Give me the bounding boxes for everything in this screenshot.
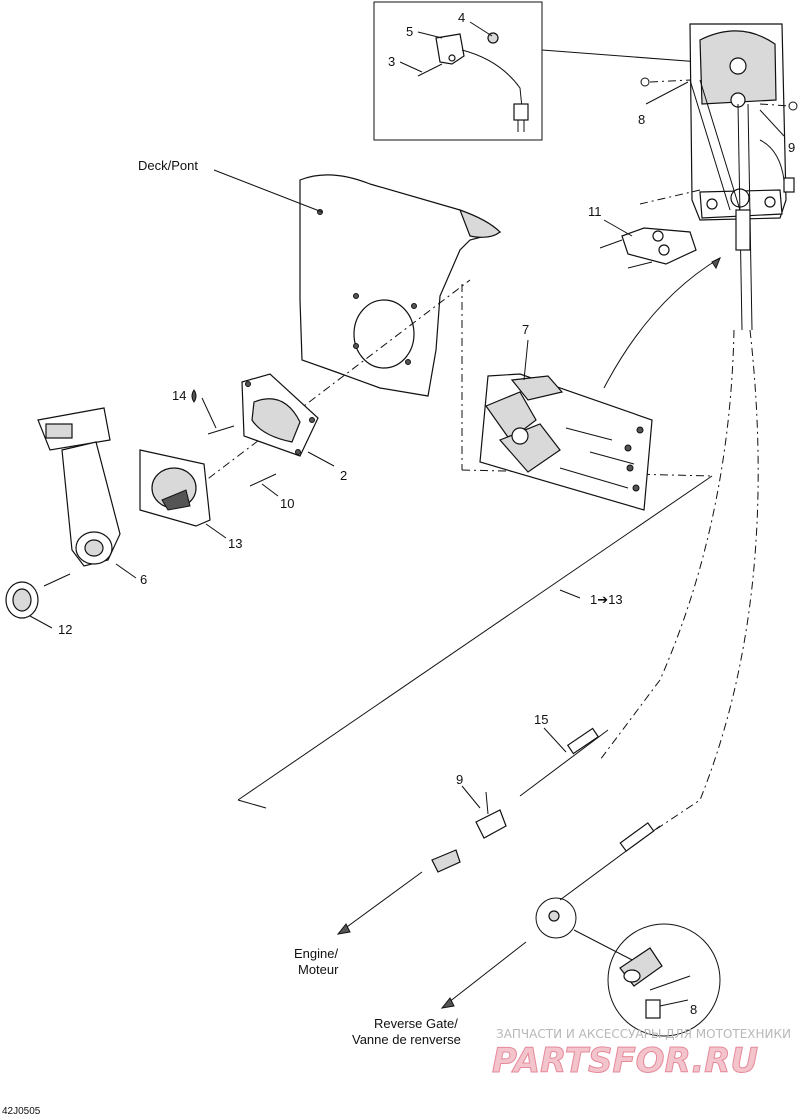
part-13-cover xyxy=(139,449,211,527)
callout-5: 5 xyxy=(406,24,413,39)
callout-2: 2 xyxy=(340,468,347,483)
cable-lower xyxy=(639,329,759,841)
detail-circle xyxy=(573,923,721,1037)
arrow-reverse xyxy=(443,941,527,1007)
callout-8-top: 8 xyxy=(638,112,645,127)
leader-lines xyxy=(29,21,785,1007)
callout-9-mid: 9 xyxy=(456,772,463,787)
label-engine-2: Moteur xyxy=(298,962,339,977)
callout-8-bottom: 8 xyxy=(690,1002,697,1017)
watermark-line1: ЗАПЧАСТИ И АКСЕССУАРЫ ДЛЯ МОТОТЕХНИКИ xyxy=(496,1027,791,1041)
inset-box-top xyxy=(373,1,701,141)
part-11-plate xyxy=(599,189,701,269)
part-6-lever xyxy=(37,407,121,567)
axis-line xyxy=(179,279,471,501)
drawing-code: 42J0505 xyxy=(2,1106,41,1117)
callout-14: 14 xyxy=(172,388,186,403)
arrow-7-to-housing xyxy=(603,257,721,389)
cable-end-bottom xyxy=(535,822,661,939)
arrow-engine xyxy=(339,871,423,933)
callout-7: 7 xyxy=(522,322,529,337)
label-reverse-1: Reverse Gate/ xyxy=(374,1016,458,1031)
label-reverse-2: Vanne de renverse xyxy=(352,1032,461,1047)
screw-6 xyxy=(43,573,71,587)
callout-6: 6 xyxy=(140,572,147,587)
screw-14 xyxy=(207,425,235,435)
part-15-cable xyxy=(519,727,609,797)
callout-10: 10 xyxy=(280,496,294,511)
assembly-frame xyxy=(237,284,713,809)
label-engine-1: Engine/ xyxy=(294,946,338,961)
control-housing xyxy=(640,23,798,331)
callout-9-top: 9 xyxy=(788,140,795,155)
callout-1-13: 1➔13 xyxy=(590,592,623,607)
callout-11: 11 xyxy=(588,204,602,219)
part-12-ring xyxy=(5,581,39,619)
callout-12: 12 xyxy=(58,622,72,637)
cable-upper xyxy=(599,329,735,761)
part-9-bracket xyxy=(431,791,507,873)
callout-4: 4 xyxy=(458,10,465,25)
watermark-line2: PARTSFOR.RU xyxy=(492,1041,758,1081)
part-7-mechanism xyxy=(479,373,653,511)
callout-13: 13 xyxy=(228,536,242,551)
label-deck: Deck/Pont xyxy=(138,158,198,173)
drop-icon xyxy=(191,389,197,403)
callout-3: 3 xyxy=(388,54,395,69)
callout-15: 15 xyxy=(534,712,548,727)
deck-panel xyxy=(299,174,502,397)
screw-10 xyxy=(249,473,277,487)
part-2-bezel xyxy=(241,373,319,457)
